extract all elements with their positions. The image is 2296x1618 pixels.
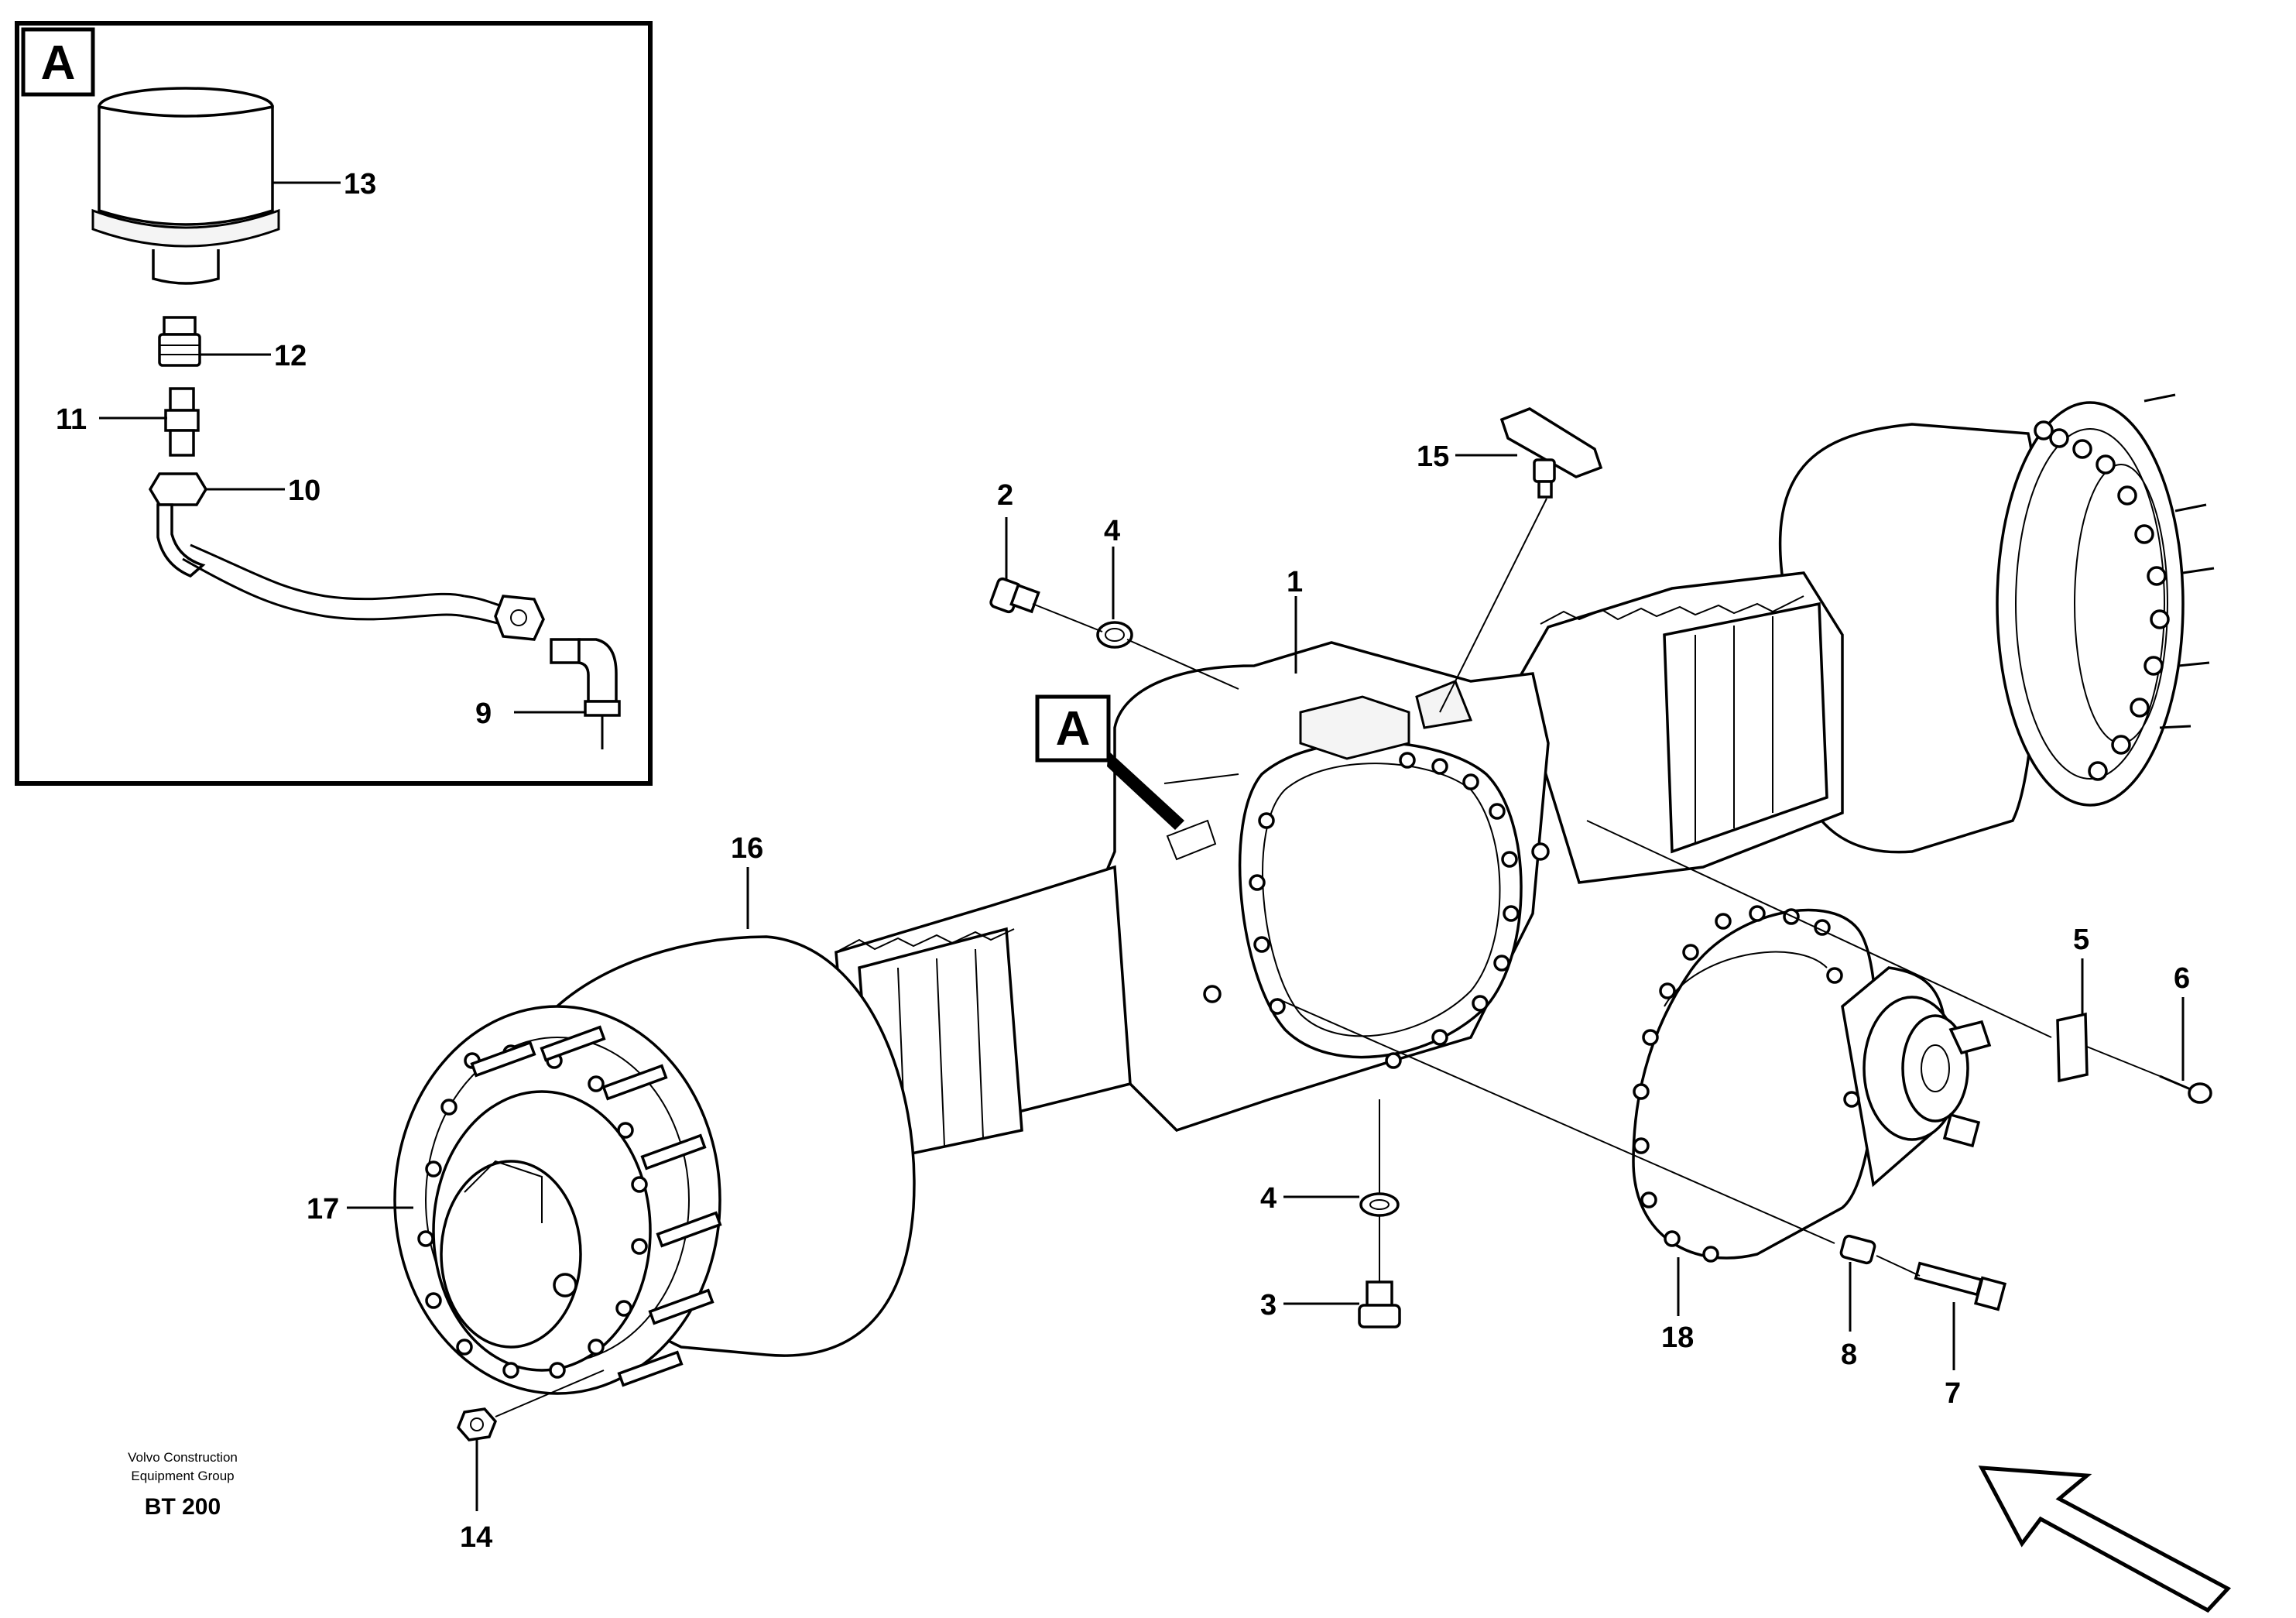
- hose-assembly: [148, 472, 545, 641]
- callout-14: 14: [460, 1521, 492, 1554]
- callout-4-lower: 4: [1260, 1182, 1277, 1215]
- callout-12: 12: [274, 340, 307, 372]
- drain-plug-upper: [989, 577, 1040, 614]
- flange-bolt: [1914, 1261, 2007, 1311]
- breather-mount: [1499, 407, 1603, 499]
- callout-6: 6: [2174, 962, 2190, 995]
- callout-2: 2: [997, 479, 1013, 512]
- breather-filter: [91, 87, 280, 285]
- inset-tag-box: [21, 27, 95, 97]
- callout-9: 9: [475, 698, 492, 730]
- guide-sleeve: [1839, 1234, 1876, 1265]
- credit-line-1: Volvo Construction: [128, 1450, 238, 1465]
- nipple-fitting: [164, 387, 200, 457]
- callout-13: 13: [344, 168, 376, 201]
- callout-7: 7: [1945, 1377, 1961, 1410]
- o-ring-lower: [1359, 1192, 1400, 1217]
- wheel-nut: [456, 1407, 498, 1441]
- right-wheel-hub: [1778, 393, 2215, 854]
- callout-4-upper: 4: [1104, 515, 1120, 547]
- callout-numbers: 13 12 11 10 9 2 4 1 15 16 17 4 3 5 6 18 …: [56, 168, 2190, 1554]
- o-ring-upper: [1096, 621, 1133, 649]
- elbow-fitting: [550, 638, 621, 749]
- drain-plug-lower: [1358, 1280, 1401, 1328]
- axle-housing: [834, 571, 1844, 1164]
- plate-screw: [2159, 1075, 2212, 1104]
- detail-tag-label: A: [1056, 702, 1091, 756]
- callout-5: 5: [2073, 924, 2089, 956]
- credit-code: BT 200: [145, 1494, 221, 1520]
- inset-tag-label: A: [41, 36, 76, 90]
- callout-8: 8: [1841, 1339, 1857, 1371]
- callout-16: 16: [731, 832, 763, 865]
- callout-1: 1: [1287, 566, 1303, 598]
- detail-marker-a: A: [1035, 694, 1184, 830]
- callout-15: 15: [1417, 440, 1449, 473]
- inset-detail-a: A: [15, 21, 653, 786]
- adapter-fitting: [158, 316, 201, 367]
- detail-tag-box: [1035, 694, 1111, 763]
- credit-line-2: Equipment Group: [131, 1469, 234, 1483]
- id-plate: [2056, 1012, 2089, 1083]
- loose-parts: [456, 407, 2212, 1441]
- left-wheel-hub: [393, 935, 916, 1395]
- callout-10: 10: [288, 475, 320, 507]
- direction-arrow-icon: [1978, 1465, 2232, 1613]
- callout-3: 3: [1260, 1289, 1277, 1321]
- callout-17: 17: [307, 1193, 339, 1225]
- publisher-credit: Volvo Construction Equipment Group BT 20…: [128, 1450, 238, 1520]
- leader-lines: [347, 454, 2185, 1511]
- differential-carrier: [1632, 905, 1992, 1263]
- callout-11: 11: [56, 403, 87, 436]
- callout-18: 18: [1661, 1321, 1694, 1354]
